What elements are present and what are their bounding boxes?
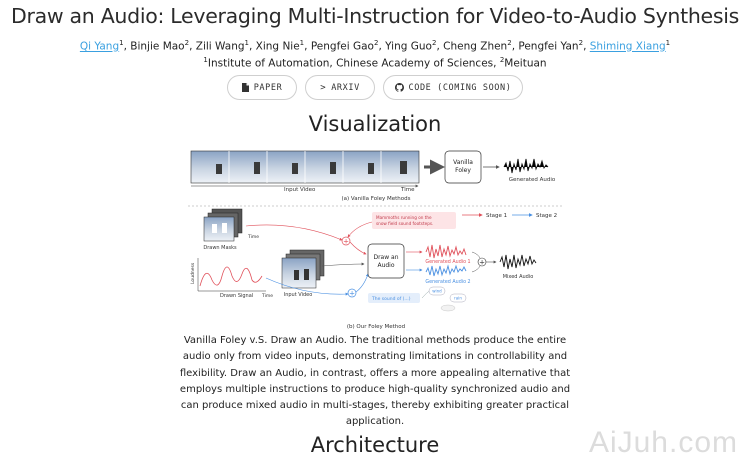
- draw-an-audio-box: [367, 243, 405, 279]
- time-label: Time: [261, 293, 273, 299]
- author-sup: 2: [431, 39, 437, 47]
- arrow: [471, 265, 481, 273]
- section-title-architecture: Architecture: [310, 433, 440, 457]
- loudness-label: Loudness: [190, 262, 196, 284]
- author-name: Zili Wang: [195, 40, 245, 53]
- figure-caption: Vanilla Foley v.S. Draw an Audio. The tr…: [179, 335, 571, 428]
- generated-audio-label: Generated Audio: [509, 177, 556, 183]
- code-button-label: CODE (COMING SOON): [408, 82, 512, 93]
- arxiv-icon: >: [320, 82, 327, 93]
- author-link-qi-yang[interactable]: Qi Yang: [79, 40, 120, 53]
- arxiv-button[interactable]: > ARXIV: [305, 75, 375, 100]
- author-name: Binjie Mao: [130, 40, 185, 53]
- time-label: Time: [247, 234, 259, 240]
- prompt-box: [372, 212, 456, 229]
- rain-label: rain: [454, 296, 462, 301]
- stage2-label: Stage 2: [536, 213, 557, 219]
- affil-sup: 1: [203, 56, 208, 64]
- generated-audio-1-label: Generated Audio 1: [425, 259, 470, 265]
- author-sup: 1: [119, 39, 124, 47]
- sound-of-box: [368, 293, 420, 303]
- generated-audio-waveform: [503, 158, 549, 174]
- author-sup: 1: [299, 39, 305, 47]
- plus-icon-glyph: +: [343, 238, 349, 246]
- watermark: AiJuh.com: [588, 426, 738, 459]
- mixed-audio-waveform: [499, 254, 537, 270]
- arrow: [471, 251, 481, 259]
- affil-name: Institute of Automation, Chinese Academy…: [207, 57, 500, 70]
- author-name: Cheng Zhen: [443, 40, 508, 53]
- plus-icon: [341, 236, 351, 246]
- arrow: [347, 221, 373, 238]
- caption-b: (b) Our Foley Method: [347, 324, 405, 330]
- author-name: Pengfei Gao: [310, 40, 374, 53]
- input-video-label: Input Video: [284, 292, 313, 298]
- time-label: Time: [400, 187, 415, 193]
- drawn-signal-label: Drawn Signal: [220, 293, 253, 299]
- plus-icon-glyph: +: [349, 290, 355, 298]
- affil-sup: 2: [499, 56, 505, 64]
- author-name: Xing Nie: [255, 40, 300, 53]
- code-button[interactable]: CODE (COMING SOON): [383, 75, 523, 100]
- generated-audio-2-waveform: [425, 264, 467, 277]
- rain-bubble: [449, 293, 467, 303]
- arrow: [355, 273, 369, 293]
- github-icon: [394, 83, 404, 92]
- file-icon: [241, 83, 249, 92]
- page-title: Draw an Audio: Leveraging Multi-Instruct…: [10, 4, 740, 28]
- author-sup: 2: [184, 39, 190, 47]
- drawn-masks: [203, 208, 243, 242]
- input-video-strip: [190, 150, 420, 188]
- wind-bubble: [428, 286, 446, 296]
- author-link-shiming-xiang[interactable]: Shiming Xiang: [589, 40, 666, 53]
- author-name: Ying Guo: [385, 40, 432, 53]
- drawn-signal-curve: [199, 266, 263, 287]
- generated-audio-1-waveform: [425, 244, 467, 259]
- hand-icon: [440, 304, 456, 312]
- link-buttons: PAPER > ARXIV CODE (COMING SOON): [0, 75, 750, 100]
- wind-label: wind: [432, 289, 442, 294]
- arxiv-button-label: ARXIV: [331, 82, 360, 93]
- author-sup: 2: [578, 39, 584, 47]
- stage1-label: Stage 1: [486, 213, 507, 219]
- generated-audio-2-label: Generated Audio 2: [425, 279, 470, 285]
- mixed-audio-label: Mixed Audio: [503, 274, 534, 280]
- input-video-frames: [281, 249, 325, 289]
- plus-icon-glyph: +: [479, 259, 485, 267]
- author-sup: 2: [373, 39, 379, 47]
- affiliations: 1Institute of Automation, Chinese Academ…: [0, 56, 750, 70]
- author-name: Pengfei Yan: [518, 40, 579, 53]
- author-list: Qi Yang1, Binjie Mao2, Zili Wang1, Xing …: [79, 39, 671, 53]
- arrow: [321, 262, 365, 267]
- arrow: [265, 277, 349, 296]
- input-video-label: Input Video: [284, 187, 316, 193]
- drawn-masks-label: Drawn Masks: [203, 245, 237, 251]
- author-sup: 1: [244, 39, 249, 47]
- vanilla-foley-box: [444, 150, 482, 184]
- section-title-visualization: Visualization: [308, 112, 442, 136]
- arrow: [349, 241, 367, 255]
- paper-button[interactable]: PAPER: [227, 75, 297, 100]
- author-sup: 1: [665, 39, 671, 47]
- sound-of-text: The sound of (...): [371, 296, 411, 302]
- caption-a: (a) Vanilla Foley Methods: [341, 196, 410, 202]
- arrow: [245, 224, 343, 241]
- author-sup: 2: [507, 39, 512, 47]
- paper-button-label: PAPER: [253, 82, 283, 93]
- affil-name: Meituan: [504, 57, 547, 70]
